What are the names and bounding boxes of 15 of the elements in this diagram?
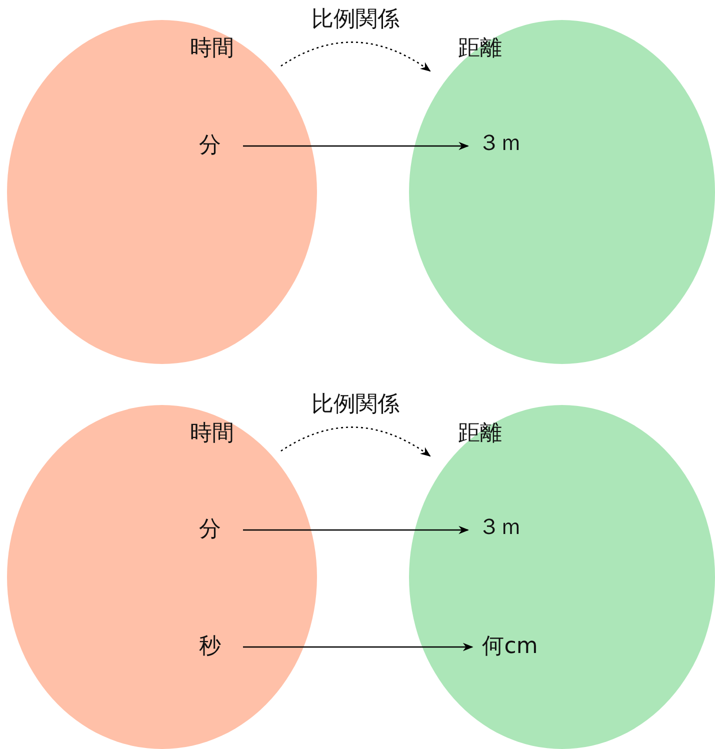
quantity-label: 秒 <box>199 633 221 661</box>
set-heading: 距離 <box>458 420 502 448</box>
arrow <box>280 426 431 457</box>
quantity-label: 分 <box>199 132 221 160</box>
arrow <box>243 142 470 150</box>
quantity-label: ３ｍ <box>478 130 522 158</box>
quantity-label: 何cm <box>482 633 538 661</box>
quantity-label: 分 <box>199 516 221 544</box>
set-heading: 時間 <box>190 35 234 63</box>
arrow <box>243 642 474 652</box>
set-heading: 時間 <box>190 420 234 448</box>
arrow <box>243 526 470 534</box>
set-heading: 距離 <box>458 35 502 63</box>
arrow <box>280 42 431 72</box>
quantity-label: ３ｍ <box>478 514 522 542</box>
